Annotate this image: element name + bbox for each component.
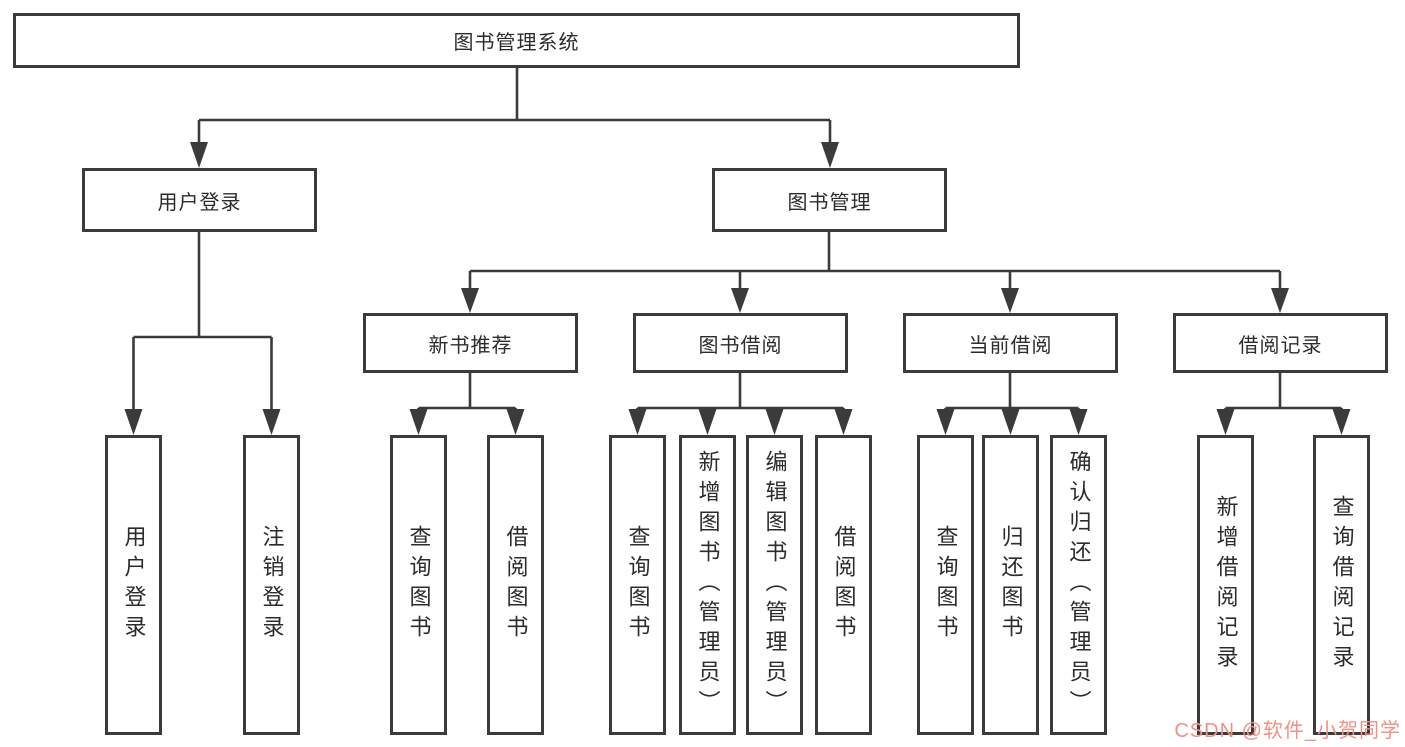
- leaf-add-book-admin: 新增图书（管理员）: [679, 435, 736, 735]
- node-book-management: 图书管理: [712, 168, 947, 232]
- leaf-borrow-book-recommend-label: 借阅图书: [503, 525, 529, 645]
- leaf-query-book-recommend: 查询图书: [390, 435, 447, 735]
- node-root-label: 图书管理系统: [453, 32, 580, 54]
- node-current-borrowing-label: 当前借阅: [968, 334, 1053, 357]
- leaf-query-borrow-record: 查询借阅记录: [1313, 435, 1370, 735]
- node-borrow-records: 借阅记录: [1173, 313, 1388, 373]
- leaf-query-borrow-record-label: 查询借阅记录: [1329, 495, 1355, 675]
- node-book-management-label: 图书管理: [787, 191, 872, 214]
- node-book-borrowing: 图书借阅: [633, 313, 848, 373]
- leaf-borrow-book-borrowing: 借阅图书: [815, 435, 872, 735]
- leaf-query-book-current-label: 查询图书: [933, 525, 959, 645]
- leaf-confirm-return-admin-label: 确认归还（管理员）: [1066, 450, 1092, 720]
- leaf-query-book-borrowing: 查询图书: [609, 435, 666, 735]
- leaf-borrow-book-recommend: 借阅图书: [487, 435, 544, 735]
- node-book-borrowing-label: 图书借阅: [698, 334, 783, 357]
- leaf-user-login: 用户登录: [105, 435, 162, 735]
- node-user-login-label: 用户登录: [157, 191, 242, 214]
- node-current-borrowing: 当前借阅: [903, 313, 1118, 373]
- leaf-return-book-label: 归还图书: [998, 525, 1024, 645]
- node-root: 图书管理系统: [13, 13, 1020, 68]
- leaf-borrow-book-borrowing-label: 借阅图书: [831, 525, 857, 645]
- node-new-book-recommend-label: 新书推荐: [428, 334, 513, 357]
- leaf-query-book-recommend-label: 查询图书: [406, 525, 432, 645]
- leaf-confirm-return-admin: 确认归还（管理员）: [1050, 435, 1107, 735]
- node-new-book-recommend: 新书推荐: [363, 313, 578, 373]
- node-user-login: 用户登录: [82, 168, 317, 232]
- leaf-user-login-label: 用户登录: [121, 525, 147, 645]
- leaf-logout: 注销登录: [243, 435, 300, 735]
- leaf-add-borrow-record-label: 新增借阅记录: [1213, 495, 1239, 675]
- leaf-add-borrow-record: 新增借阅记录: [1197, 435, 1254, 735]
- leaf-query-book-current: 查询图书: [917, 435, 974, 735]
- leaf-query-book-borrowing-label: 查询图书: [625, 525, 651, 645]
- leaf-logout-label: 注销登录: [259, 525, 285, 645]
- leaf-return-book: 归还图书: [982, 435, 1039, 735]
- leaf-add-book-admin-label: 新增图书（管理员）: [695, 450, 721, 720]
- node-borrow-records-label: 借阅记录: [1238, 334, 1323, 357]
- leaf-edit-book-admin-label: 编辑图书（管理员）: [762, 450, 788, 720]
- leaf-edit-book-admin: 编辑图书（管理员）: [746, 435, 803, 735]
